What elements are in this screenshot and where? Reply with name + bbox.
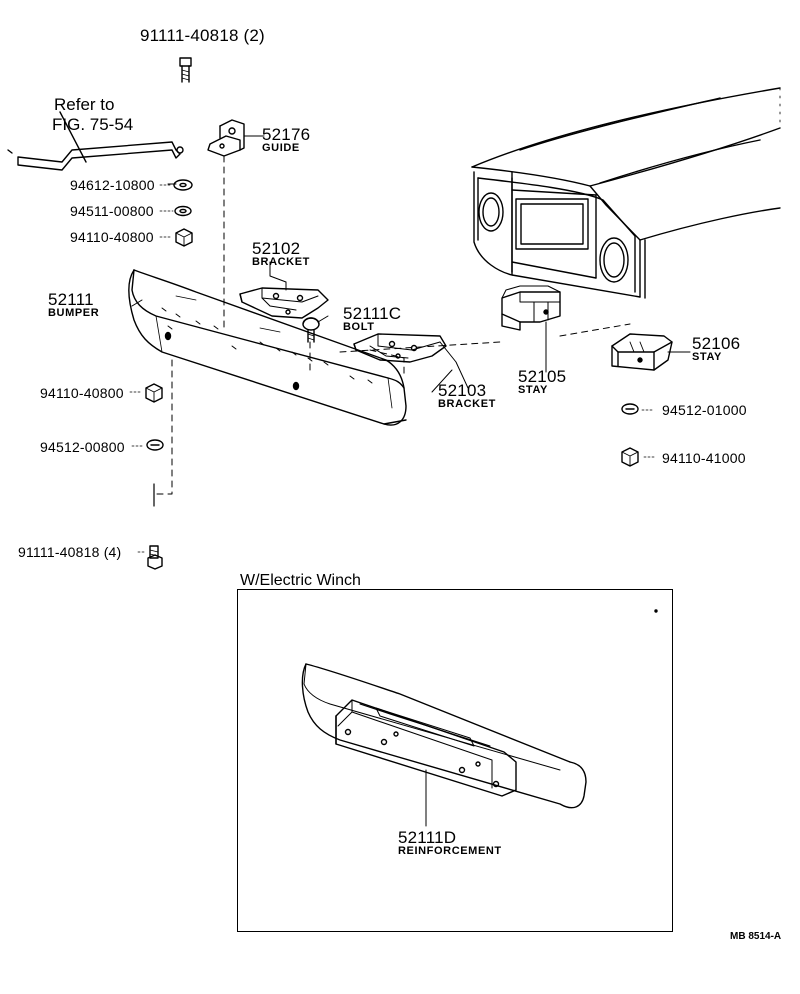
part-label-94511: 94511-00800 (70, 203, 154, 219)
stay-52105-part (501, 285, 561, 369)
washer-94511 (159, 205, 192, 217)
part-name-stay-52106: STAY (692, 351, 722, 363)
figure-code: MB 8514-A (730, 931, 782, 942)
part-number-52111: 52111 (48, 290, 94, 309)
part-label-94110-mid: 94110-40800 (40, 385, 124, 401)
washer-94512-left (131, 439, 164, 451)
leader-lines (131, 183, 547, 393)
part-name-bolt: BOLT (343, 321, 375, 333)
part-label-91111-top: 91111-40818 (2) (140, 26, 265, 45)
part-label-91111-bottom: 91111-40818 (4) (18, 544, 122, 560)
nut-94110-top (159, 228, 193, 247)
part-number-52102: 52102 (252, 239, 301, 258)
part-name-reinforcement: REINFORCEMENT (398, 845, 502, 857)
part-label-94512-right: 94512-01000 (662, 402, 747, 418)
part-name-bracket-52102: BRACKET (252, 256, 310, 268)
washer-94512-right (621, 403, 655, 415)
bolt-91111-bottom (137, 545, 163, 570)
part-label-94110-top: 94110-40800 (70, 229, 154, 245)
part-number-52106: 52106 (692, 334, 741, 353)
part-number-52103: 52103 (438, 381, 487, 400)
part-label-94612: 94612-10800 (70, 177, 155, 193)
part-label-94512-left: 94512-00800 (40, 439, 125, 455)
guide-bar (7, 111, 184, 171)
nut-94110-right (621, 447, 657, 467)
bracket-52102-part (239, 281, 329, 319)
nut-94110-mid (129, 383, 163, 403)
stay-52106-part (611, 333, 691, 371)
fastener-guide-lines (155, 155, 631, 495)
part-name-bracket-52103: BRACKET (438, 398, 496, 410)
bracket-52103-part (353, 333, 469, 389)
washer-94612 (159, 179, 193, 191)
part-name-guide: GUIDE (262, 142, 300, 154)
vehicle-front-illustration (471, 87, 781, 299)
inset-frame (237, 589, 673, 932)
part-number-52105: 52105 (518, 367, 567, 386)
part-name-stay-52105: STAY (518, 384, 548, 396)
refer-to-line1: Refer to (54, 95, 115, 114)
inset-title: W/Electric Winch (240, 572, 361, 589)
bumper-52111-part (128, 269, 407, 426)
part-number-52111C: 52111C (343, 304, 402, 323)
inset-bumper-drawing (301, 609, 658, 827)
guide-52176-part (207, 119, 265, 157)
part-number-52176: 52176 (262, 125, 311, 144)
part-name-bumper: BUMPER (48, 307, 100, 319)
part-label-94110-right: 94110-41000 (662, 450, 746, 466)
refer-to-line2: FIG. 75-54 (52, 115, 134, 134)
part-number-52111D: 52111D (398, 828, 457, 847)
bolt-52111C-part (302, 317, 320, 343)
bolt-91111-top (179, 57, 192, 83)
